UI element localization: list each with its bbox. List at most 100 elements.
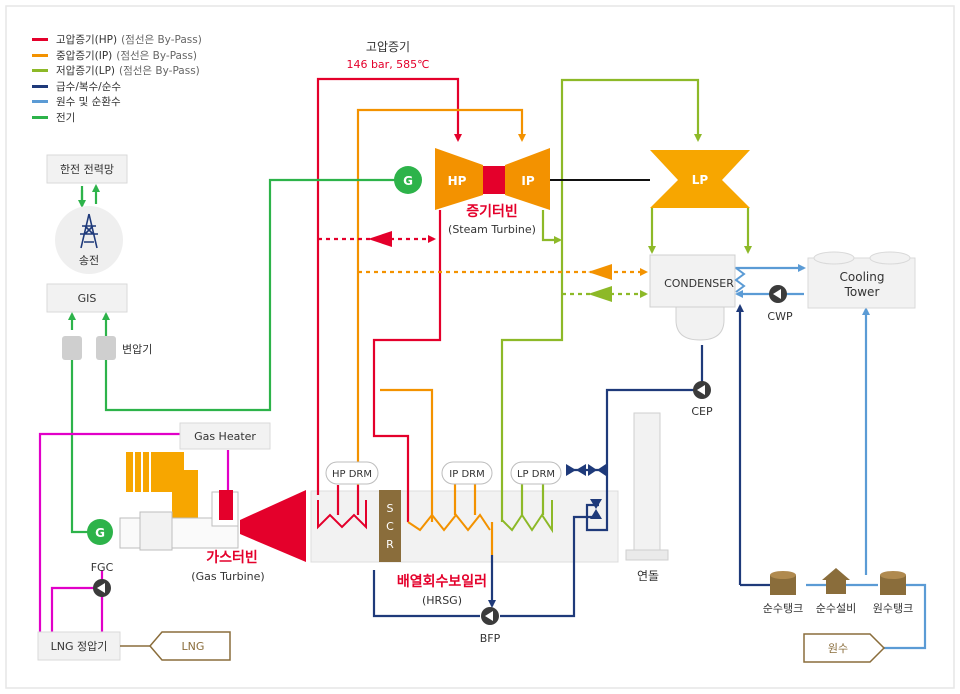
transformer-label: 변압기	[122, 343, 152, 356]
legend-label: 급수/복수/순수	[56, 80, 122, 93]
raw-tank-label: 원수탱크	[873, 602, 913, 615]
cep-pump-icon	[693, 381, 711, 399]
legend-item-elec: 전기	[32, 110, 202, 126]
transmission-label: 송전	[79, 254, 99, 267]
bfp-label: BFP	[480, 632, 501, 645]
condenser-icon	[649, 254, 736, 341]
feedwater-lines	[372, 304, 772, 618]
cep-label: CEP	[691, 405, 713, 418]
fgc-label: FGC	[91, 561, 114, 574]
legend-note: (점선은 By-Pass)	[119, 65, 200, 78]
grid-label: 한전 전력망	[60, 163, 114, 176]
ip-turbine-icon	[505, 148, 550, 210]
legend-item-raw: 원수 및 순환수	[32, 94, 202, 110]
legend-note: (점선은 By-Pass)	[116, 49, 198, 62]
lng-tag	[149, 631, 231, 661]
bypass-lines	[318, 235, 648, 298]
cooling-tower-label-1: Cooling	[840, 270, 885, 284]
gas-turbine-icon	[119, 452, 306, 562]
legend-label: 원수 및 순환수	[56, 96, 121, 109]
condenser-coil	[734, 267, 746, 293]
hp-turbine-label: HP	[448, 174, 467, 188]
gas-heater-label: Gas Heater	[194, 430, 256, 443]
legend-swatch-lp	[32, 69, 48, 73]
legend-swatch-raw	[32, 100, 48, 104]
legend-swatch-hp	[32, 38, 48, 42]
ip-turbine-label: IP	[521, 174, 534, 188]
lp-turbine-icon	[650, 150, 750, 208]
legend-label: 저압증기(LP)	[56, 65, 116, 78]
lp-turbine-label: LP	[692, 173, 709, 187]
cooling-tower-icon	[807, 251, 916, 309]
st-generator-icon	[394, 166, 422, 194]
hp-steam-title: 고압증기	[366, 40, 410, 54]
stack-label: 연돌	[637, 569, 659, 583]
electric-lines	[68, 178, 395, 534]
legend-note: (점선은 By-Pass)	[121, 34, 202, 47]
cooling-tower-label-2: Tower	[844, 285, 880, 299]
ip-bypass-valve-icon	[588, 264, 612, 280]
grid-box	[46, 154, 128, 184]
stack-icon	[625, 412, 669, 561]
ip-drum-label: IP DRM	[449, 469, 484, 480]
pure-tank-icon	[770, 571, 796, 595]
legend: 고압증기(HP)(점선은 By-Pass) 중압증기(IP)(점선은 By-Pa…	[32, 32, 202, 125]
gas-turbine-en-label: (Gas Turbine)	[191, 570, 264, 583]
cwp-pump-icon	[769, 285, 787, 303]
lp-steam-lines	[500, 78, 752, 522]
transmission-tower-icon	[80, 213, 98, 249]
scr-label-s: S	[387, 502, 394, 515]
legend-label: 고압증기(HP)	[56, 34, 118, 47]
transmission-circle	[55, 206, 123, 274]
ip-steam-lines	[356, 108, 526, 555]
lp-drum	[510, 461, 562, 485]
legend-item-lp: 저압증기(LP)(점선은 By-Pass)	[32, 63, 202, 79]
scr-block	[379, 490, 401, 562]
legend-item-ip: 중압증기(IP)(점선은 By-Pass)	[32, 48, 202, 64]
hrsg-coils	[317, 500, 553, 534]
legend-item-hp: 고압증기(HP)(점선은 By-Pass)	[32, 32, 202, 48]
hp-ip-coupling	[483, 166, 505, 194]
legend-swatch-ip	[32, 53, 48, 57]
gis-label: GIS	[78, 292, 97, 305]
gis-box	[46, 283, 128, 313]
hp-turbine-icon	[435, 148, 483, 210]
legend-swatch-elec	[32, 115, 48, 119]
st-generator-label: G	[403, 174, 413, 188]
cwp-label: CWP	[767, 310, 793, 323]
hp-steam-lines	[316, 77, 462, 522]
gt-generator-label: G	[95, 526, 105, 540]
bfp-pump-icon	[481, 607, 499, 625]
lng-regulator-box	[37, 631, 121, 661]
legend-label: 전기	[56, 111, 76, 124]
scr-label-c: C	[386, 520, 394, 533]
raw-water-tag	[803, 633, 886, 663]
hrsg-en-label: (HRSG)	[422, 594, 462, 607]
outer-border	[5, 5, 955, 689]
raw-tank-icon	[880, 571, 906, 595]
steam-turbine-en-label: (Steam Turbine)	[448, 223, 536, 236]
transformer-icon	[62, 336, 116, 360]
lng-label: LNG	[182, 640, 205, 653]
pure-facility-label: 순수설비	[816, 602, 856, 615]
legend-item-feed: 급수/복수/순수	[32, 79, 202, 95]
legend-swatch-feed	[32, 84, 48, 88]
scr-label-r: R	[386, 538, 394, 551]
lp-drum-label: LP DRM	[517, 469, 555, 480]
raw-water-label: 원수	[828, 642, 848, 655]
gt-generator-icon	[87, 519, 113, 545]
condenser-label: CONDENSER	[664, 277, 734, 290]
legend-label: 중압증기(IP)	[56, 49, 113, 62]
hrsg-label: 배열회수보일러	[397, 573, 487, 590]
hp-drum-label: HP DRM	[332, 469, 372, 480]
hp-drum	[325, 461, 379, 485]
ip-drum	[441, 461, 493, 485]
gas-heater-box	[179, 422, 271, 450]
hp-steam-condition: 146 bar, 585℃	[346, 58, 429, 71]
pure-facility-icon	[822, 568, 850, 594]
pure-tank-label: 순수탱크	[763, 602, 803, 615]
hp-bypass-valve-icon	[368, 231, 392, 247]
lp-bypass-valve-icon	[588, 286, 612, 302]
fgc-pump-icon	[93, 579, 111, 597]
